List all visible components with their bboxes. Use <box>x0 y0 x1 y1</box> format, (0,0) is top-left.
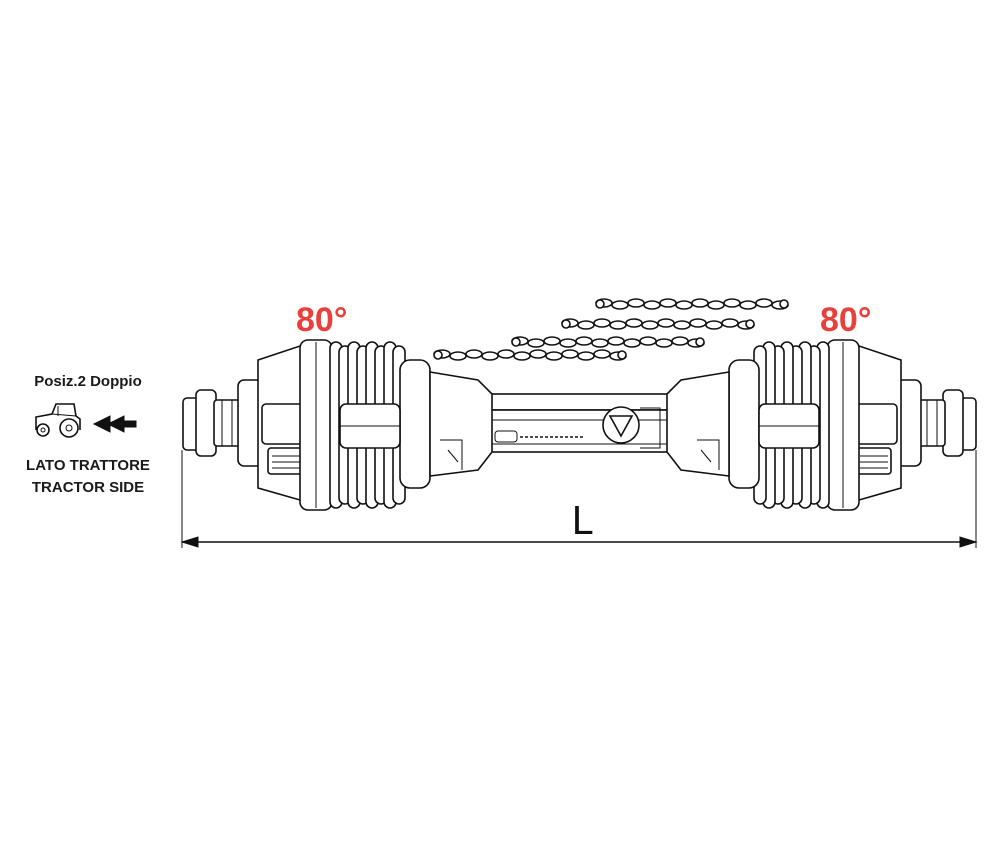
right-end-yoke <box>896 379 977 467</box>
safety-chains <box>433 298 789 361</box>
left-end-yoke <box>182 379 263 467</box>
tractor-side-label-it: LATO TRATTORE <box>26 457 150 474</box>
right-joint-angle-label: 80° <box>820 301 871 339</box>
length-dimension: L <box>180 450 978 548</box>
tractor-side-legend: Posiz.2 Doppio LATO TRATTORE TRACTOR SID… <box>26 373 150 496</box>
position-label: Posiz.2 Doppio <box>34 373 142 390</box>
tractor-side-label-en: TRACTOR SIDE <box>32 479 144 496</box>
shaft-assembly <box>182 339 977 511</box>
left-cv-joint <box>257 339 493 511</box>
double-arrow-left-icon <box>92 415 137 433</box>
left-joint-angle-label: 80° <box>296 301 347 339</box>
right-cv-joint <box>666 339 902 511</box>
length-label: L <box>571 499 592 543</box>
tractor-icon <box>35 403 81 438</box>
